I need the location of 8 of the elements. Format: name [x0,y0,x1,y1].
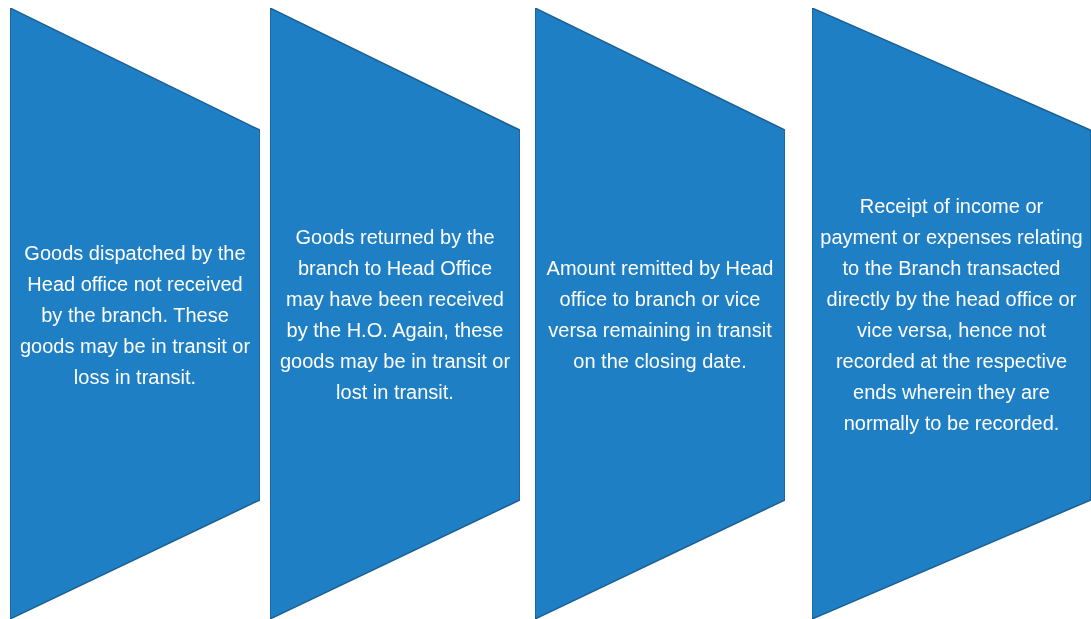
trapezoid-shape [10,8,260,619]
trapezoid-shape [535,8,785,619]
shape-text: Goods returned by the branch to Head Office may have been received by the H.O. Again, these goods may be in transit or lost in transit. [278,225,512,405]
trapezoid-shape [812,8,1091,619]
shape-text: Goods dispatched by the Head office not received by the branch. These goods may be in transit or loss in transit. [18,240,252,390]
trapezoid-shape [270,8,520,619]
shape-text: Amount remitted by Head office to branch or vice versa remaining in transit on the closing date. [545,256,775,374]
shape-text: Receipt of income or payment or expenses relating to the Branch transacted directly by the head office or vice versa, hence not recorded at the respective ends wherein they are normally to be recorded. [820,194,1083,436]
